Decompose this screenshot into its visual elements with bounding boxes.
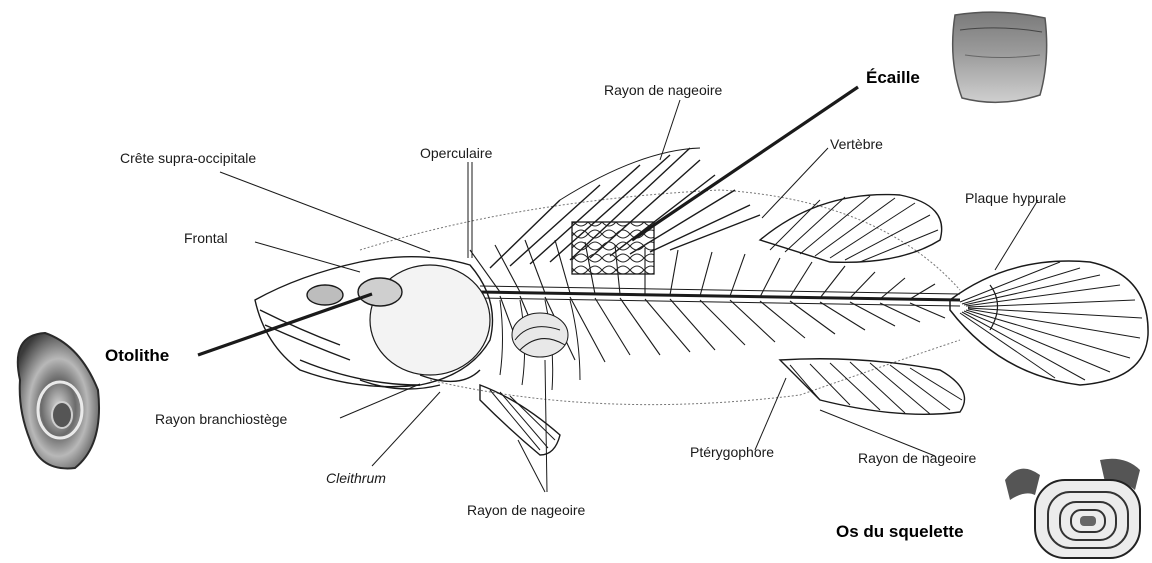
- scale-image: [953, 12, 1047, 102]
- label-pterygophore: Ptérygophore: [690, 444, 774, 460]
- label-rayon-nageoire-top: Rayon de nageoire: [604, 82, 722, 98]
- label-plaque-hypurale: Plaque hypurale: [965, 190, 1066, 206]
- vertebral-column: [480, 286, 960, 306]
- label-operculaire: Operculaire: [420, 145, 492, 161]
- caudal-fin: [950, 261, 1148, 385]
- dorsal-fin-soft: [760, 195, 942, 263]
- label-vertebre: Vertèbre: [830, 136, 883, 152]
- otolith-image: [18, 333, 99, 468]
- label-rayon-branchiostege: Rayon branchiostège: [155, 411, 287, 427]
- label-crete-supra-occipitale: Crête supra-occipitale: [120, 150, 256, 166]
- label-ecaille: Écaille: [866, 70, 920, 86]
- vertebra-image: [1005, 459, 1140, 558]
- label-os-du-squelette: Os du squelette: [836, 524, 964, 540]
- label-frontal: Frontal: [184, 230, 228, 246]
- label-rayon-nageoire-right: Rayon de nageoire: [858, 450, 976, 466]
- anal-fin: [780, 359, 965, 415]
- label-rayon-nageoire-bottom: Rayon de nageoire: [467, 502, 585, 518]
- pectoral-fin: [512, 313, 568, 357]
- scale-patch: [572, 222, 654, 274]
- label-cleithrum: Cleithrum: [326, 470, 386, 486]
- label-otolithe: Otolithe: [105, 348, 169, 364]
